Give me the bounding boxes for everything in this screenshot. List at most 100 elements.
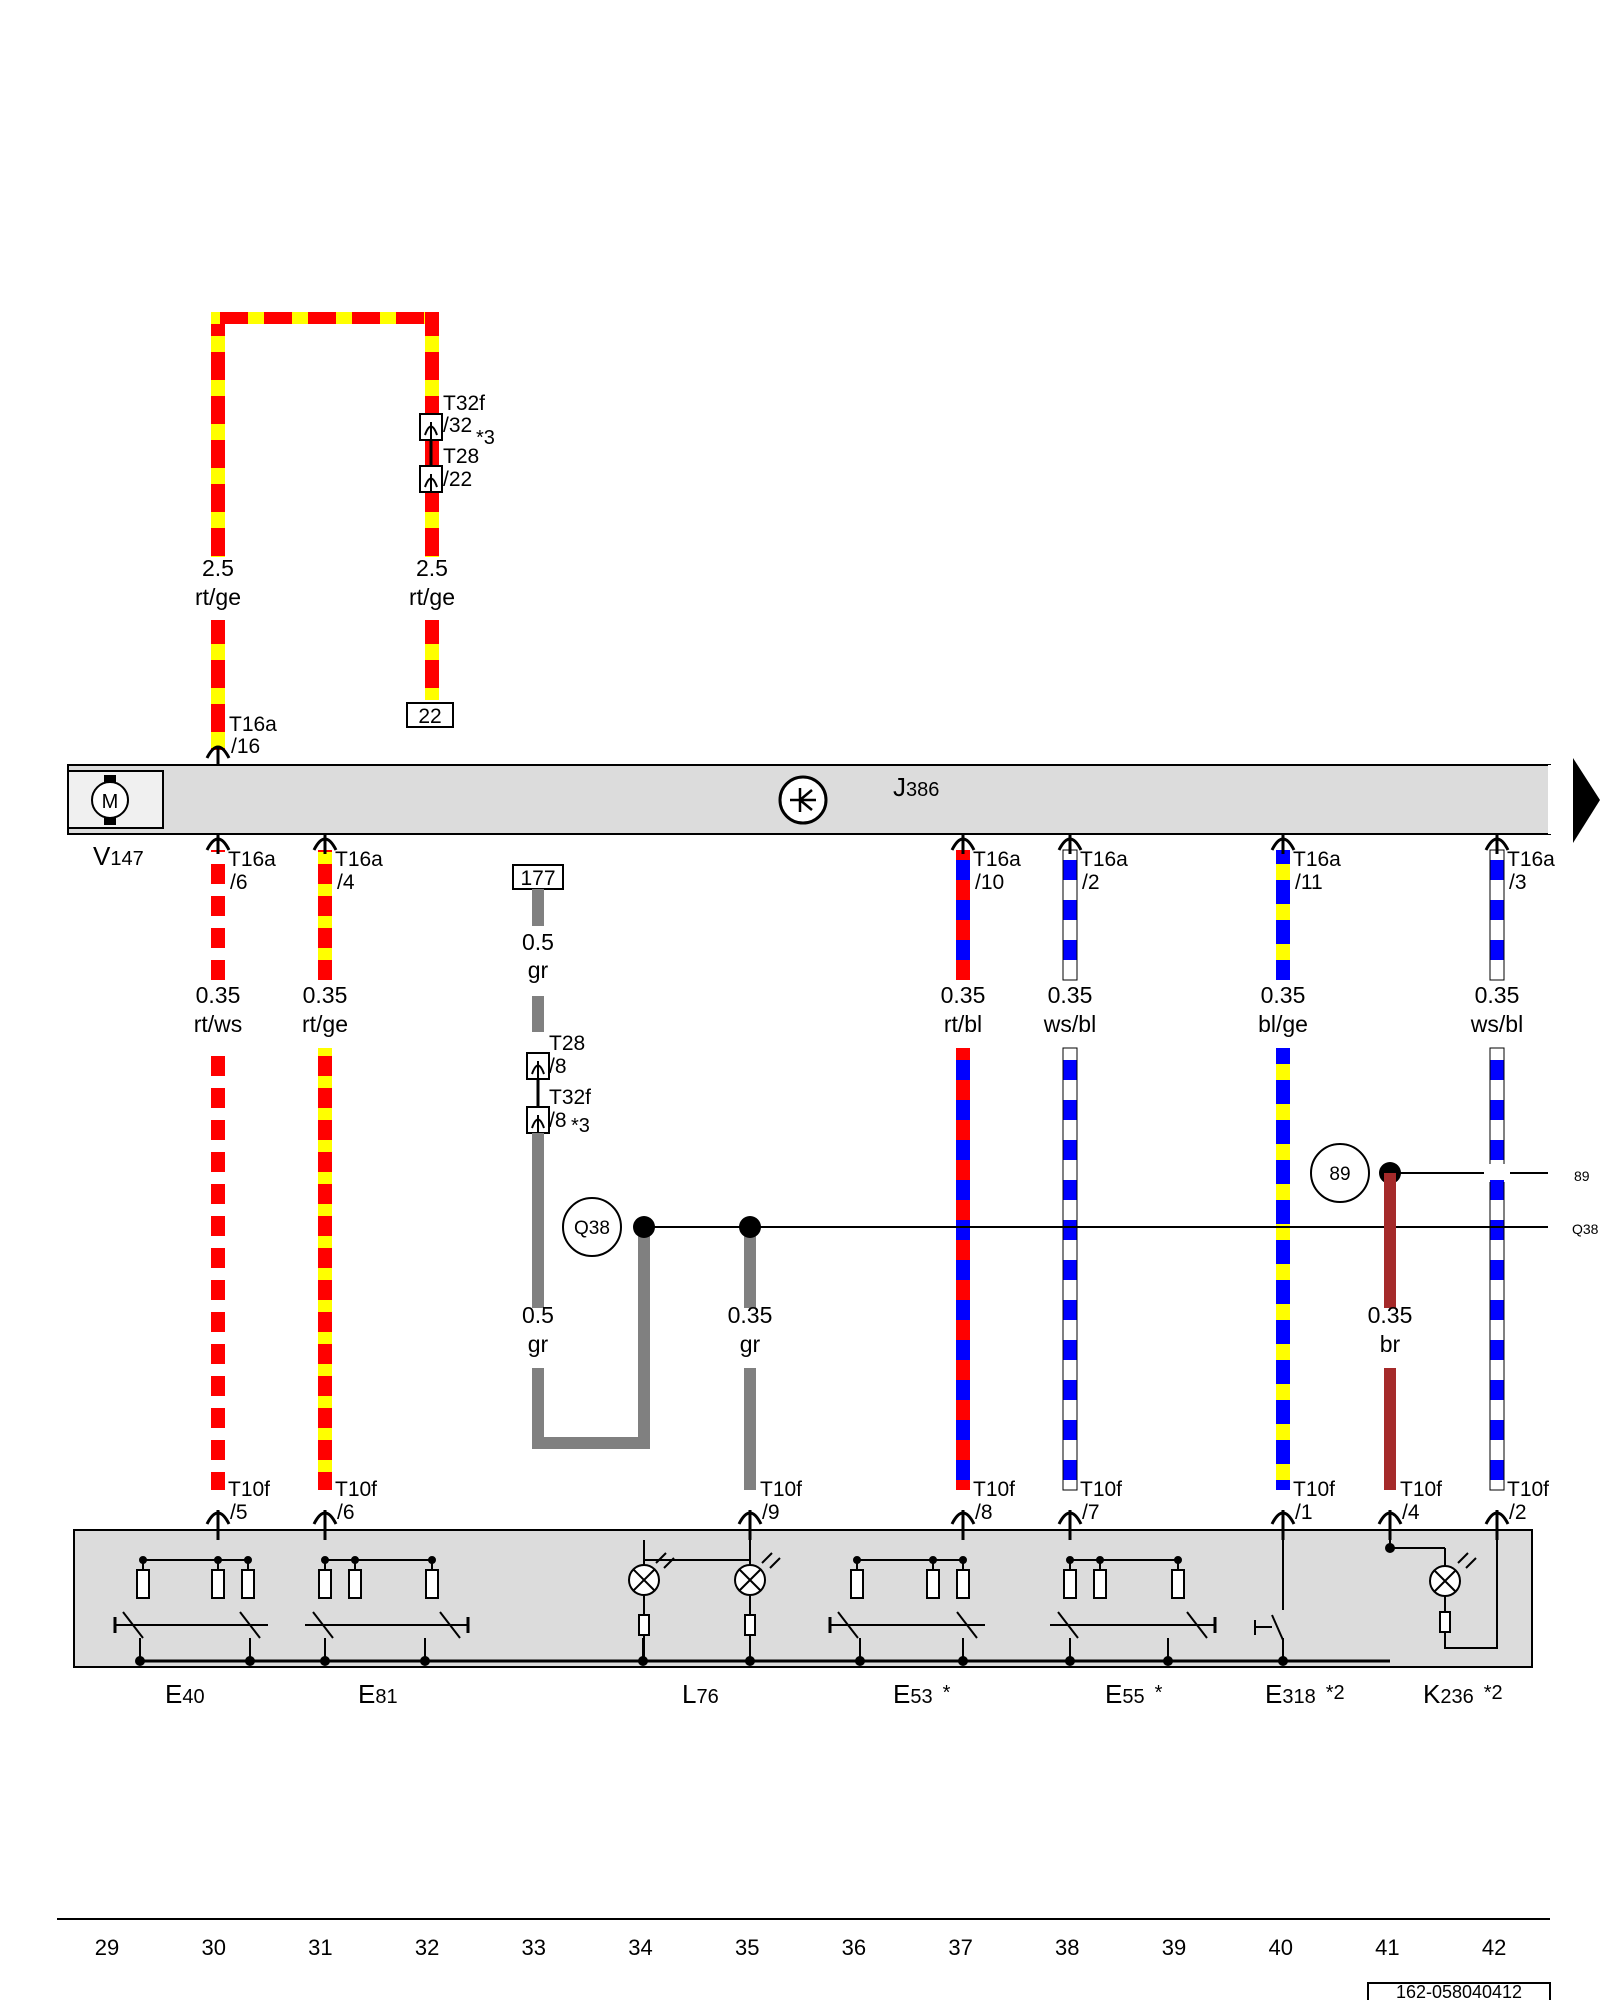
pin-t16a: T16a/2 <box>1057 835 1128 894</box>
pin-t10f: T10f/1 <box>1270 1478 1335 1540</box>
wire-size-label: 0.35 <box>1475 982 1520 1008</box>
connector-t32f-32: T32f /32 *3 <box>419 392 495 449</box>
wire-size-label: 0.5 <box>522 1302 554 1328</box>
wire-color-label: rt/ge <box>409 584 455 610</box>
connector-pin: /6 <box>337 1501 355 1524</box>
wire-color-label: rt/ge <box>195 584 241 610</box>
node-89 <box>1310 1143 1370 1203</box>
connector-name: T16a <box>1507 848 1555 871</box>
connector-pin: /4 <box>337 871 355 894</box>
connector-name: T10f <box>1080 1478 1122 1501</box>
column-number: 34 <box>628 1935 652 1960</box>
edge-ref-label: Q38 <box>1572 1221 1599 1237</box>
wire-ws-bl-2-upper <box>1489 849 1505 981</box>
gray-wire-loop <box>532 1228 650 1449</box>
connector-name: T32f <box>549 1086 591 1109</box>
wire-25-left-upper <box>211 312 225 557</box>
connector-name: T10f <box>1507 1478 1549 1501</box>
wire-color-label: gr <box>740 1331 761 1357</box>
footnote-mark: *3 <box>476 427 495 449</box>
resistor-icon <box>956 1569 970 1599</box>
connector-pin: /6 <box>230 871 248 894</box>
wire-ws-bl-upper <box>1062 849 1078 981</box>
wire-size-label: 0.35 <box>1048 982 1093 1008</box>
column-number: 39 <box>1162 1935 1186 1960</box>
wire-25-top <box>211 312 439 324</box>
resistor-icon <box>1171 1569 1185 1599</box>
connector-name: T10f <box>973 1478 1015 1501</box>
component-name: E53* <box>893 1679 951 1709</box>
connector-name: T32f <box>443 392 485 415</box>
wire-rt-ws-upper <box>211 850 225 980</box>
control-module-j386: M J386 V147 <box>67 758 1600 871</box>
connector-name: T16a <box>335 848 383 871</box>
connector-pin: /8 <box>549 1055 567 1078</box>
connector-name: T10f <box>1400 1478 1442 1501</box>
column-number: 36 <box>842 1935 866 1960</box>
column-number: 37 <box>948 1935 972 1960</box>
wire-size-label: 0.35 <box>941 982 986 1008</box>
column-number: 35 <box>735 1935 759 1960</box>
wire-color-label: rt/ge <box>302 1011 348 1037</box>
wire-color-label: gr <box>528 957 549 983</box>
connector-pin: /32 <box>443 414 472 437</box>
component-name: E81 <box>358 1679 398 1709</box>
connector-pin: /10 <box>975 871 1004 894</box>
panel-box <box>73 1529 1533 1668</box>
component-name: E55* <box>1105 1679 1163 1709</box>
ref-box-22 <box>406 702 454 728</box>
connector-t28-8: T28 /8 <box>526 1032 585 1080</box>
column-number: 38 <box>1055 1935 1079 1960</box>
resistor-icon <box>425 1569 439 1599</box>
wire-size-label: 0.35 <box>728 1302 773 1328</box>
wire-size-label: 0.35 <box>1368 1302 1413 1328</box>
connector-pin: /2 <box>1509 1501 1527 1524</box>
ref-box-label: 22 <box>418 705 441 728</box>
wire-25-right-lower <box>425 620 439 700</box>
resistor-icon <box>926 1569 940 1599</box>
connector-pin: /7 <box>1082 1501 1100 1524</box>
brown-wire: 0.35 br <box>1368 1173 1413 1490</box>
connector-pin: /2 <box>1082 871 1100 894</box>
wire-size-label: 2.5 <box>202 555 234 581</box>
pin-t16a: T16a/6 <box>205 835 276 894</box>
connector-pin: /9 <box>762 1501 780 1524</box>
connector-name: T10f <box>760 1478 802 1501</box>
column-number: 41 <box>1375 1935 1399 1960</box>
connector-name: T16a <box>1080 848 1128 871</box>
wire-bl-ge-upper <box>1276 850 1290 980</box>
connector-pin: /5 <box>230 1501 248 1524</box>
switch-panel <box>73 1529 1533 1668</box>
motor-name: V147 <box>93 841 144 871</box>
wire-size-label: 2.5 <box>416 555 448 581</box>
wire-color-label: rt/ws <box>194 1011 243 1037</box>
wire-size-label: 0.35 <box>196 982 241 1008</box>
connector-name: T16a <box>228 848 276 871</box>
connector-pin: /11 <box>1295 871 1323 894</box>
pin-t16a: T16a/4 <box>312 835 383 894</box>
component-name: K236*2 <box>1423 1679 1503 1709</box>
connector-name: T10f <box>335 1478 377 1501</box>
connector-name: T16a <box>973 848 1021 871</box>
component-name: E318*2 <box>1265 1679 1345 1709</box>
node-q38 <box>562 1197 622 1257</box>
resistor-icon <box>211 1569 225 1599</box>
connector-pin: /8 <box>975 1501 993 1524</box>
wire-color-label: ws/bl <box>1043 1011 1096 1037</box>
generated-labels: 0.35rt/wsT16a/6T10f/50.35rt/geT16a/4T10f… <box>165 835 1555 1709</box>
wire-color-label: gr <box>528 1331 549 1357</box>
node-label: Q38 <box>574 1218 610 1239</box>
component-name: E40 <box>165 1679 205 1709</box>
pin-t10f: T10f/4 <box>1377 1478 1442 1540</box>
resistor-icon <box>850 1569 864 1599</box>
gray-wires: 177 0.5 gr T28 /8 T32f /8 *3 0.5 gr 0.35… <box>512 864 773 1490</box>
connector-t28-22: T28 /22 <box>419 445 479 493</box>
resistor-icon <box>1063 1569 1077 1599</box>
resistor-icon <box>241 1569 255 1599</box>
resistor-icon <box>1093 1569 1107 1599</box>
motor-symbol: M <box>102 791 119 813</box>
wire-bl-ge-lower <box>1276 1048 1290 1490</box>
wire-color-label: ws/bl <box>1470 1011 1523 1037</box>
pin-t10f: T10f/2 <box>1484 1478 1549 1540</box>
